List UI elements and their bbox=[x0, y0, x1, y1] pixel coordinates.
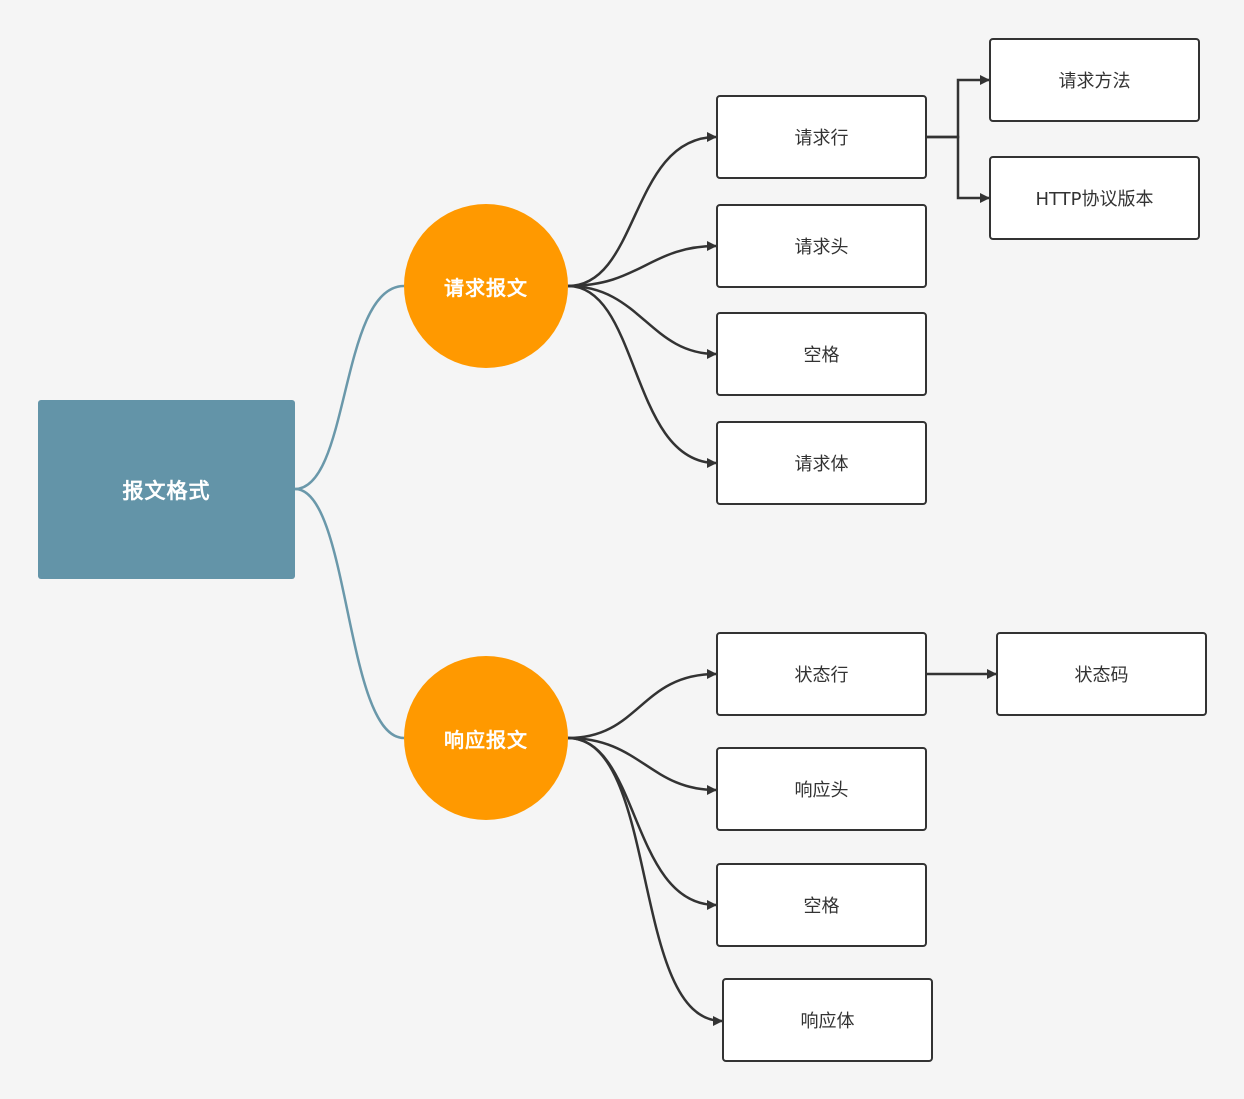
request-header-node[interactable]: 请求头 bbox=[716, 204, 927, 288]
root-to-request-connector bbox=[294, 284, 405, 491]
response-body-node[interactable]: 响应体 bbox=[722, 978, 933, 1062]
request-to-request-line-connector bbox=[567, 132, 717, 288]
request-line-label: 请求行 bbox=[794, 128, 849, 149]
request-line-to-version-connector bbox=[927, 135, 990, 203]
root-node-label: 报文格式 bbox=[122, 478, 211, 503]
root-to-response-connector bbox=[294, 487, 405, 740]
response-to-status-line-connector bbox=[567, 669, 717, 740]
request-method-node[interactable]: 请求方法 bbox=[989, 38, 1200, 122]
response-message-label: 响应报文 bbox=[444, 727, 528, 752]
response-space-label: 空格 bbox=[803, 896, 840, 917]
request-message-node[interactable]: 请求报文 bbox=[404, 204, 568, 368]
request-to-request-header-connector bbox=[567, 241, 717, 288]
request-header-label: 请求头 bbox=[794, 237, 849, 258]
status-code-node[interactable]: 状态码 bbox=[996, 632, 1207, 716]
request-line-node[interactable]: 请求行 bbox=[716, 95, 927, 179]
request-body-node[interactable]: 请求体 bbox=[716, 421, 927, 505]
status-line-label: 状态行 bbox=[794, 665, 849, 686]
response-body-label: 响应体 bbox=[800, 1011, 855, 1032]
request-body-label: 请求体 bbox=[794, 454, 849, 475]
response-message-node[interactable]: 响应报文 bbox=[404, 656, 568, 820]
http-version-node[interactable]: HTTP协议版本 bbox=[989, 156, 1200, 240]
request-message-label: 请求报文 bbox=[444, 275, 528, 300]
request-space-label: 空格 bbox=[803, 345, 840, 366]
response-to-response-header-connector bbox=[567, 736, 717, 795]
request-method-label: 请求方法 bbox=[1058, 71, 1131, 92]
request-to-request-body-connector bbox=[567, 284, 717, 468]
request-to-request-space-connector bbox=[567, 284, 717, 359]
response-header-label: 响应头 bbox=[794, 780, 849, 801]
status-line-node[interactable]: 状态行 bbox=[716, 632, 927, 716]
request-line-to-method-connector bbox=[927, 75, 990, 139]
response-space-node[interactable]: 空格 bbox=[716, 863, 927, 947]
request-space-node[interactable]: 空格 bbox=[716, 312, 927, 396]
response-header-node[interactable]: 响应头 bbox=[716, 747, 927, 831]
http-version-label: HTTP协议版本 bbox=[1035, 189, 1154, 210]
root-node[interactable]: 报文格式 bbox=[38, 400, 295, 579]
status-code-label: 状态码 bbox=[1074, 665, 1129, 686]
response-to-response-body-connector bbox=[567, 736, 723, 1026]
